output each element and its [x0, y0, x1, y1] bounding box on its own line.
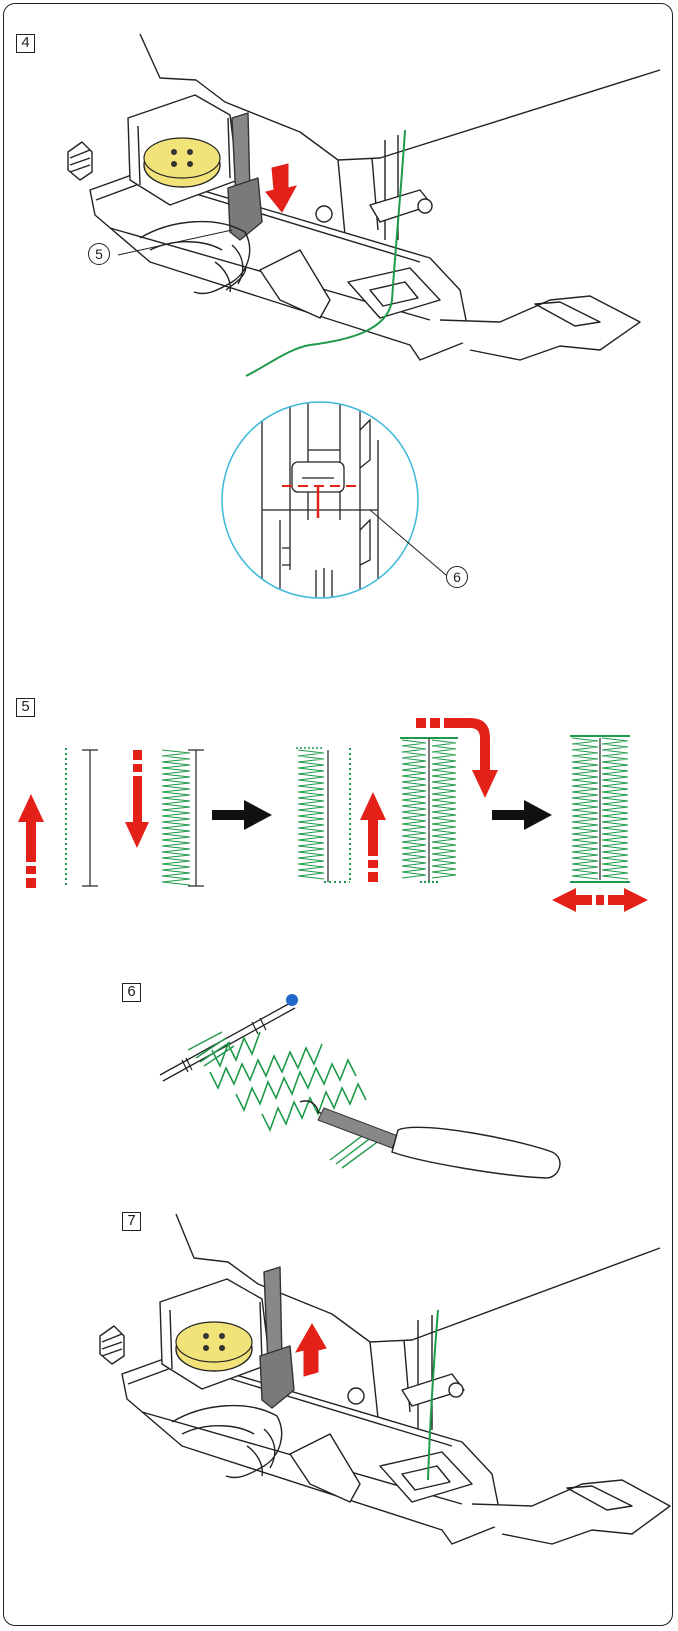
step-7-machine-illustration [99, 1213, 671, 1545]
callout-6: 6 [446, 566, 468, 588]
red-up-arrow-1 [18, 794, 44, 888]
red-up-arrow-2 [360, 792, 386, 882]
magnifier-circle [221, 401, 447, 599]
step-4-label: 4 [16, 34, 35, 53]
step-4-machine-illustration [67, 33, 661, 377]
red-bent-arrow [416, 718, 498, 798]
step-7-label: 7 [122, 1212, 141, 1231]
callout-5: 5 [88, 243, 110, 265]
black-arrow-1 [212, 800, 272, 830]
step-6-seam-ripper-illustration [159, 994, 561, 1179]
step-6-label: 6 [122, 983, 141, 1002]
step-5-label: 5 [16, 698, 35, 717]
magnifier-detail [0, 0, 678, 240]
page-frame [3, 3, 673, 1626]
red-double-arrow [552, 888, 648, 912]
red-down-arrow-1 [125, 750, 149, 848]
black-arrow-2 [492, 800, 552, 830]
step-5-sequence-diagram [18, 718, 648, 912]
